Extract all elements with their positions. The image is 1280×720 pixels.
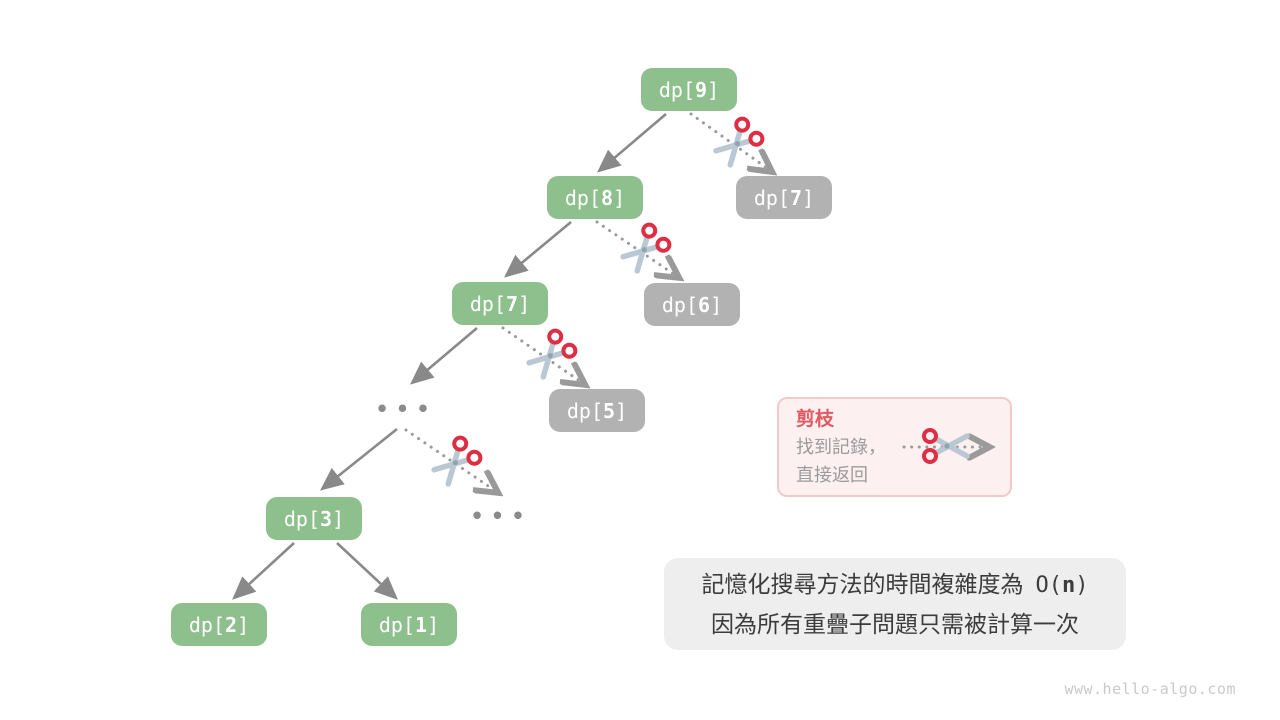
ellipsis-pruned-subtree: ••• xyxy=(470,504,532,528)
edge-dp3-dp1 xyxy=(336,542,398,600)
node-index: 2 xyxy=(225,612,238,637)
node-dp9: dp[9] xyxy=(641,68,737,111)
edge-dp8-dp7 xyxy=(504,221,572,278)
node-dp2: dp[2] xyxy=(171,603,267,646)
edge-dp9-dp7-pruned xyxy=(689,112,771,171)
edge-ellipsis-dp3 xyxy=(319,427,398,491)
pruning-legend-line2: 直接返回 xyxy=(796,464,868,485)
edge-dp9-dp8 xyxy=(597,113,667,173)
node-label: dp[ xyxy=(564,185,602,210)
scissors-icon xyxy=(430,435,483,488)
node-label: dp[ xyxy=(566,398,604,423)
pruning-legend-line1: 找到記錄， xyxy=(796,436,886,457)
node-label: ] xyxy=(613,185,626,210)
complexity-note: 記憶化搜尋方法的時間複雜度為 O(n) 因為所有重疊子問題只需被計算一次 xyxy=(664,558,1126,650)
node-label: dp[ xyxy=(188,612,226,637)
node-label: ] xyxy=(427,612,440,637)
node-label: dp[ xyxy=(283,506,321,531)
watermark: www.hello-algo.com xyxy=(1064,680,1236,698)
node-label: dp[ xyxy=(661,292,699,317)
pruning-legend-title: 剪枝 xyxy=(796,408,835,430)
node-index: 7 xyxy=(506,291,519,316)
complexity-note-line2: 因為所有重疊子問題只需被計算一次 xyxy=(711,611,1079,637)
complexity-note-text: 記憶化搜尋方法的時間複雜度為 xyxy=(701,571,1024,597)
node-label: ] xyxy=(518,291,531,316)
node-label: ] xyxy=(237,612,250,637)
scissors-icon xyxy=(924,430,967,462)
node-dp3: dp[3] xyxy=(266,497,362,540)
node-index: 9 xyxy=(695,77,708,102)
node-index: 7 xyxy=(790,185,803,210)
node-index: 6 xyxy=(698,292,711,317)
big-o-close: ) xyxy=(1075,573,1089,598)
edge-dp7-dp5-pruned xyxy=(501,326,584,384)
node-dp7: dp[7] xyxy=(452,282,548,325)
edge-dp7-ellipsis xyxy=(410,327,478,385)
node-index: 3 xyxy=(320,506,333,531)
node-index: 5 xyxy=(603,398,616,423)
node-dp5-pruned: dp[5] xyxy=(549,389,645,432)
node-dp1: dp[1] xyxy=(361,603,457,646)
complexity-note-line1: 記憶化搜尋方法的時間複雜度為 O(n) xyxy=(702,565,1089,605)
edge-ellipsis-ellipsis-pruned xyxy=(404,428,497,492)
node-label: dp[ xyxy=(378,612,416,637)
scissors-icon xyxy=(619,222,672,275)
ellipsis-subtree: ••• xyxy=(375,397,437,421)
node-dp8: dp[8] xyxy=(547,176,643,219)
node-label: dp[ xyxy=(753,185,791,210)
node-label: dp[ xyxy=(469,291,507,316)
scissors-icon xyxy=(712,116,765,169)
node-label: dp[ xyxy=(658,77,696,102)
scissors-icon xyxy=(525,328,578,381)
pruning-legend-text: 剪枝 找到記錄， 直接返回 xyxy=(779,398,892,497)
big-o-open: O( xyxy=(1035,573,1063,598)
pruning-legend: 剪枝 找到記錄， 直接返回 xyxy=(777,397,1012,497)
node-label: ] xyxy=(802,185,815,210)
node-dp7-pruned: dp[7] xyxy=(736,176,832,219)
node-label: ] xyxy=(710,292,723,317)
node-index: 8 xyxy=(601,185,614,210)
edge-dp3-dp2 xyxy=(232,542,295,600)
edge-dp8-dp6-pruned xyxy=(595,220,678,277)
node-index: 1 xyxy=(415,612,428,637)
node-label: ] xyxy=(707,77,720,102)
big-o-n: n xyxy=(1062,573,1076,598)
node-dp6-pruned: dp[6] xyxy=(644,283,740,326)
node-label: ] xyxy=(615,398,628,423)
node-label: ] xyxy=(332,506,345,531)
pruning-legend-art xyxy=(902,417,1010,477)
